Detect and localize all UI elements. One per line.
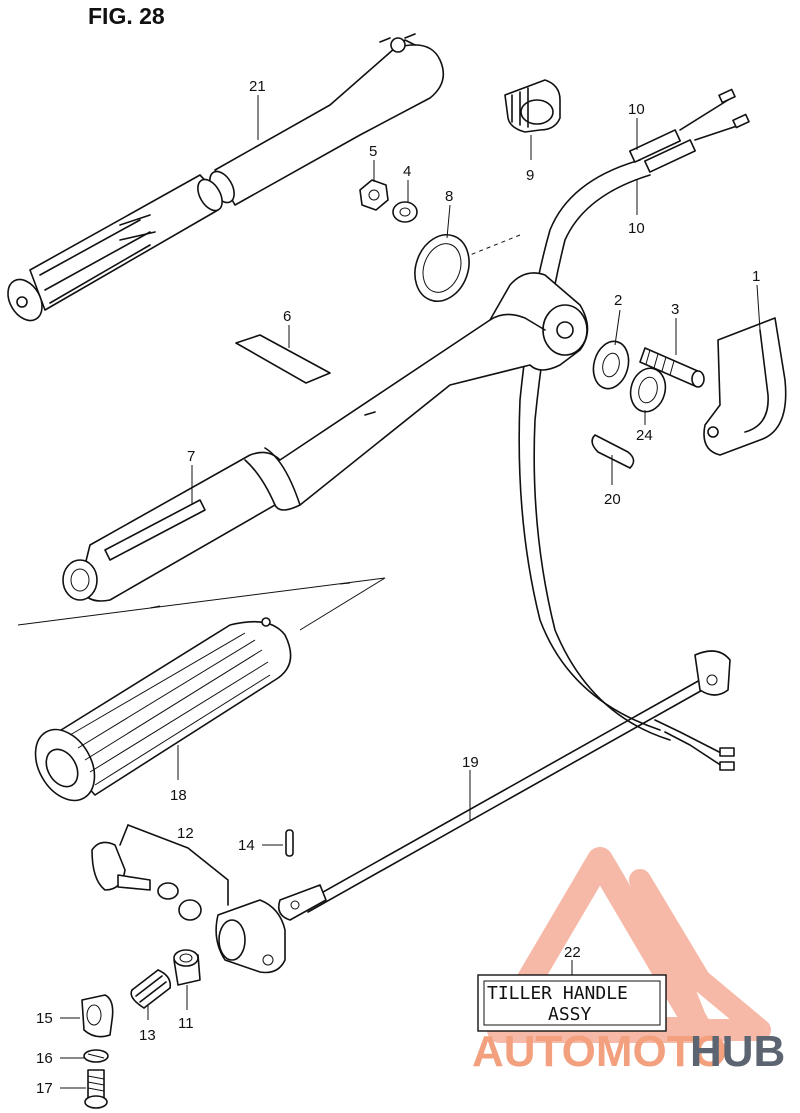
part-14-pin	[285, 829, 294, 857]
part-12-friction-assy	[91, 824, 286, 974]
part-17-screw	[84, 1069, 108, 1109]
part-13-spring	[130, 969, 172, 1009]
part-1-cover	[703, 317, 787, 456]
part-11-collar	[173, 949, 201, 986]
alignment-lines	[17, 234, 521, 631]
part-8-washer	[414, 234, 470, 302]
callout-19: 19	[462, 754, 479, 771]
part-24-washer	[629, 367, 667, 413]
callout-24: 24	[636, 427, 653, 444]
callout-numbers: 1 2 3 4 5 6 7 8 9 10 10 11 12 13 14 15 1…	[36, 78, 760, 1097]
callout-21: 21	[249, 78, 266, 95]
callout-9: 9	[526, 167, 534, 184]
callout-6: 6	[283, 308, 291, 325]
part-2-bushing	[592, 340, 630, 390]
callout-1: 1	[752, 268, 760, 285]
callout-5: 5	[369, 143, 377, 160]
part-15-block	[81, 994, 114, 1038]
figure-title: FIG. 28	[88, 3, 165, 29]
callout-8: 8	[445, 188, 453, 205]
callout-10-bottom: 10	[628, 220, 645, 237]
part-5-nut	[359, 179, 389, 211]
callout-17: 17	[36, 1080, 53, 1097]
assembly-label-line1: TILLER HANDLE	[487, 983, 628, 1004]
callout-22: 22	[564, 944, 581, 961]
part-9-grommet	[504, 79, 561, 133]
callout-10-top: 10	[628, 101, 645, 118]
watermark-hub: HUB	[690, 1027, 785, 1076]
callout-11: 11	[178, 1015, 194, 1032]
callout-3: 3	[671, 301, 679, 318]
leader-lines	[60, 95, 761, 1089]
callout-18: 18	[170, 787, 187, 804]
watermark-auto: AUTOMOTO	[472, 1027, 727, 1076]
part-10-cables	[518, 88, 750, 771]
callout-15: 15	[36, 1010, 53, 1027]
part-7-tiller-arm	[62, 272, 589, 602]
part-20-pin	[591, 434, 635, 469]
part-18-grip	[34, 617, 292, 802]
callout-20: 20	[604, 491, 621, 508]
assembly-label-line2: ASSY	[548, 1004, 592, 1025]
watermark-text: AUTOMOTO HUB	[472, 1027, 785, 1076]
callout-16: 16	[36, 1050, 53, 1067]
part-6-decal	[235, 334, 331, 384]
callout-2: 2	[614, 292, 622, 309]
part-16-nut	[83, 1049, 109, 1063]
callout-13: 13	[139, 1027, 156, 1044]
part-19-rod	[277, 650, 731, 921]
assembly-label-box: 22 TILLER HANDLE ASSY	[477, 944, 667, 1032]
callout-4: 4	[403, 163, 411, 180]
callout-7: 7	[187, 448, 195, 465]
callout-12: 12	[177, 825, 194, 842]
part-4-washer	[392, 201, 418, 223]
callout-14: 14	[238, 837, 255, 854]
part-21-handle-tube	[7, 33, 445, 322]
part-3-stud	[639, 347, 705, 388]
